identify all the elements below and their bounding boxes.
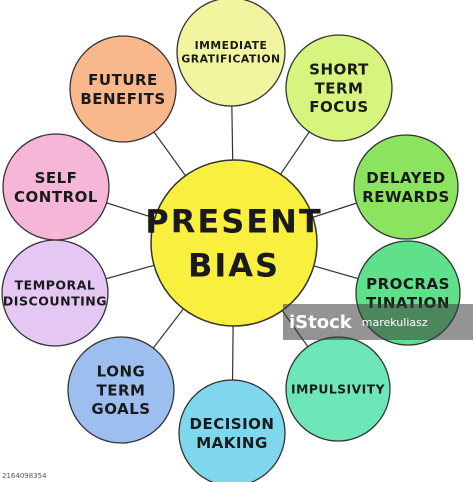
bubble-label-line: GOALS bbox=[91, 400, 150, 418]
watermark-logo: iStock bbox=[289, 311, 352, 333]
bubble-label-line: TEMPORAL bbox=[15, 278, 96, 293]
concept-bubble: IMPULSIVITY bbox=[285, 336, 391, 442]
bubble-label-line: BENEFITS bbox=[80, 90, 165, 108]
bubble-label-line: FUTURE bbox=[88, 71, 158, 89]
bubble-label-line: LONG bbox=[97, 363, 146, 381]
bubble-label-line: PROCRAS bbox=[366, 275, 450, 293]
bubble-label-line: IMPULSIVITY bbox=[291, 382, 386, 396]
bubble-label-line: SELF bbox=[35, 169, 78, 187]
bubble-label-line: SHORT bbox=[309, 61, 369, 79]
bubble-group: IMMEDIATEGRATIFICATIONSHORTTERMFOCUSDELA… bbox=[1, 0, 461, 482]
bubble-label-line: TERM bbox=[97, 381, 146, 399]
bubble-label-line: CONTROL bbox=[14, 188, 98, 206]
bubble-label-line: TERM bbox=[315, 79, 364, 97]
bubble-circle bbox=[178, 379, 286, 482]
bubble-label-line: FOCUS bbox=[309, 98, 369, 116]
center-node: PRESENT BIAS bbox=[145, 159, 322, 327]
bubble-circle bbox=[67, 336, 175, 444]
center-circle bbox=[150, 159, 318, 327]
bubble-circle bbox=[176, 0, 286, 107]
bubble-circle bbox=[353, 134, 459, 240]
istock-watermark: iStock marekuliasz bbox=[283, 304, 473, 340]
bubble-label-line: DELAYED bbox=[366, 169, 446, 187]
bubble-label-line: GRATIFICATION bbox=[181, 53, 280, 66]
bubble-label-line: DECISION bbox=[190, 415, 275, 433]
stock-id-label: 2164098354 bbox=[2, 472, 47, 480]
watermark-credit: marekuliasz bbox=[361, 315, 428, 329]
center-title-line: BIAS bbox=[188, 247, 280, 285]
bubble-circle bbox=[69, 35, 177, 143]
bubble-label-line: MAKING bbox=[196, 434, 268, 452]
bubble-label-line: DISCOUNTING bbox=[3, 293, 107, 308]
bubble-label-line: REWARDS bbox=[362, 188, 450, 206]
bubble-circle bbox=[285, 34, 393, 142]
center-title-line: PRESENT bbox=[145, 203, 322, 241]
bubble-label-line: IMMEDIATE bbox=[195, 39, 268, 52]
bubble-circle bbox=[2, 133, 110, 241]
